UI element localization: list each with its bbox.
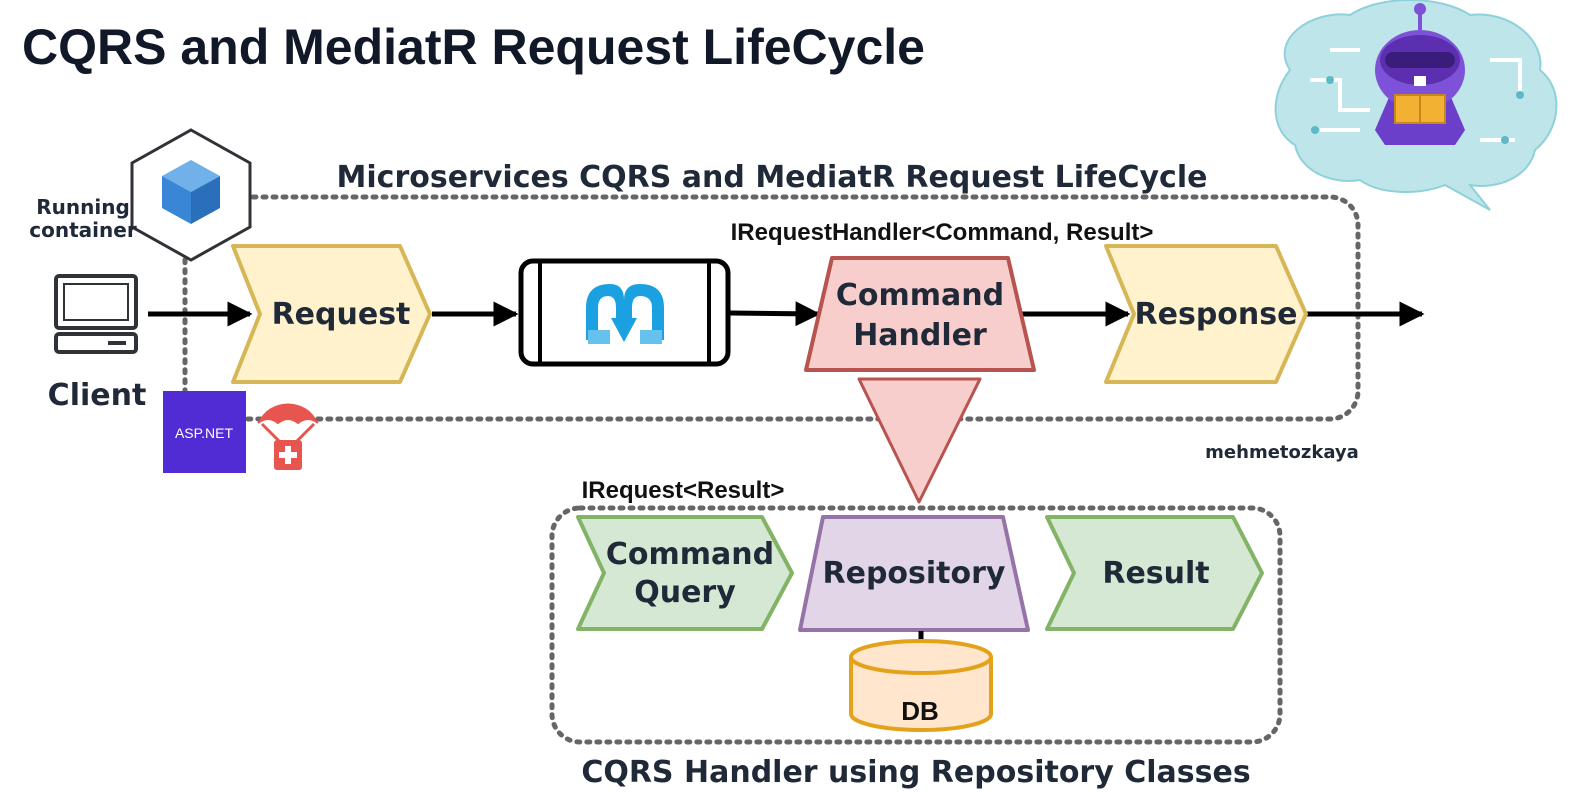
handler-label-line2: Handler [853,318,987,353]
db-label: DB [901,696,939,726]
command-query-line1: Command [606,537,774,572]
repository-step [798,515,1030,632]
repository-label: Repository [823,556,1006,591]
result-step [1045,515,1264,631]
client-label: Client [48,378,147,413]
aspnet-badge [163,391,246,473]
arrow-mediator-to-handler [729,301,821,327]
dotnet-bot-mascot-icon [1274,0,1558,211]
mediatr-logo-icon [586,284,664,344]
handler-funnel [857,377,982,504]
response-step [1104,244,1308,384]
bottom-group-boundary [549,505,1283,745]
bottom-group-caption: CQRS Handler using Repository Classes [581,755,1250,790]
request-signature: IRequest<Result> [582,477,785,504]
database-cylinder-icon [849,639,993,732]
container-label-line1: Running [36,195,130,219]
command-handler-step [804,256,1036,372]
response-label: Response [1135,297,1298,332]
request-label: Request [272,297,411,332]
handler-signature: IRequestHandler<Command, Result> [731,219,1154,246]
handler-label-line1: Command [836,278,1004,313]
result-label: Result [1102,556,1209,591]
top-group-caption: Microservices CQRS and MediatR Request L… [337,160,1208,195]
parachute-cross-icon [257,403,319,470]
box-cube-icon [130,128,252,262]
top-group-boundary [182,194,1361,422]
request-step [231,244,432,384]
command-query-line2: Query [634,575,736,610]
container-label-line2: container [29,218,137,242]
computer-monitor-icon [54,274,138,354]
page-title: CQRS and MediatR Request LifeCycle [22,19,925,75]
author-label: mehmetozkaya [1205,442,1359,463]
command-query-step [576,515,794,631]
aspnet-badge-label: ASP.NET [175,425,234,441]
